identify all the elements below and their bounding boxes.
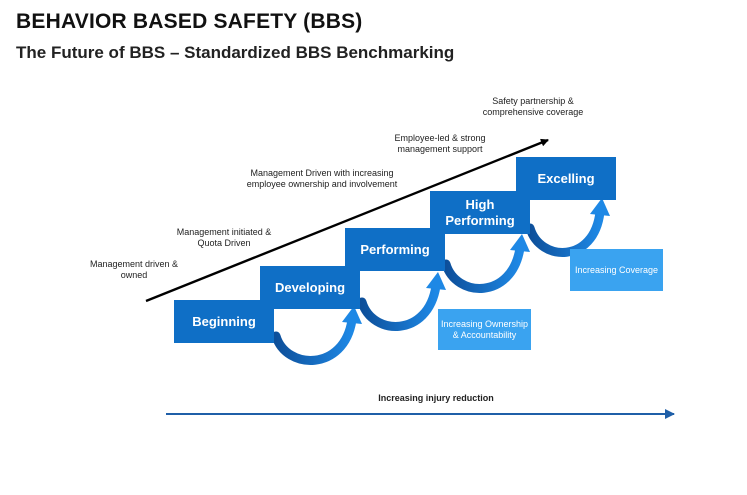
note-employee-led: Employee-led & strong management support: [394, 133, 486, 154]
stage-excelling: Excelling: [516, 157, 616, 200]
stage-high-performing: High Performing: [430, 191, 530, 234]
stage-performing: Performing: [345, 228, 445, 271]
note-management-driven: Management driven & owned: [89, 259, 179, 280]
note-management-initiated: Management initiated & Quota Driven: [176, 227, 272, 248]
note-increasing-ownership: Management Driven with increasing employ…: [246, 168, 398, 189]
page-title: BEHAVIOR BASED SAFETY (BBS): [16, 10, 363, 33]
stage-developing: Developing: [260, 266, 360, 309]
curved-arrow-1: [271, 306, 362, 365]
callout-ownership-accountability: Increasing Ownership & Accountability: [438, 309, 531, 350]
curved-arrow-3: [441, 234, 530, 293]
curved-arrow-4: [525, 198, 610, 257]
stage-beginning: Beginning: [174, 300, 274, 343]
callout-increasing-coverage: Increasing Coverage: [570, 249, 663, 291]
curved-arrow-2: [357, 272, 446, 331]
note-safety-partnership: Safety partnership & comprehensive cover…: [482, 96, 584, 117]
page-subtitle: The Future of BBS – Standardized BBS Ben…: [16, 43, 455, 62]
progress-diagonal-arrow: [145, 138, 549, 303]
injury-reduction-label: Increasing injury reduction: [378, 393, 494, 403]
